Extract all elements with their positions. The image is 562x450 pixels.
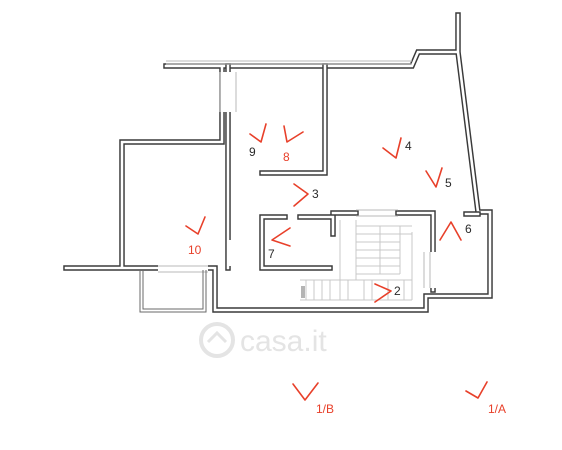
viewpoint-1b-icon (292, 382, 319, 401)
viewpoint-6-label: 6 (465, 222, 472, 236)
viewpoint-2-icon (374, 283, 392, 303)
viewpoint-4-icon (382, 137, 402, 159)
viewpoint-3-icon (293, 183, 309, 207)
viewpoint-9-label: 9 (249, 145, 256, 159)
inner-walls (225, 63, 481, 293)
viewpoint-markers: 10 9 8 3 4 5 6 7 2 1/B 1/A (185, 123, 506, 416)
watermark-text: casa.it (240, 325, 327, 358)
viewpoint-5-label: 5 (445, 176, 452, 190)
viewpoint-1b-label: 1/B (316, 402, 334, 416)
viewpoint-3-label: 3 (312, 187, 319, 201)
viewpoint-2-label: 2 (394, 284, 401, 298)
viewpoint-7-icon (271, 227, 291, 247)
walls (63, 12, 493, 313)
viewpoint-9-icon (249, 123, 267, 143)
balcony (139, 270, 207, 313)
viewpoint-5-icon (425, 167, 443, 188)
watermark: casa.it (199, 322, 327, 358)
viewpoint-8-label: 8 (283, 150, 290, 164)
viewpoint-1a-icon (465, 381, 488, 399)
watermark-logo-icon (199, 322, 235, 358)
viewpoint-7-label: 7 (268, 247, 275, 261)
viewpoint-8-icon (283, 125, 304, 143)
terrace-railing (166, 60, 412, 65)
viewpoint-1a-label: 1/A (488, 402, 506, 416)
viewpoint-10-icon (185, 216, 206, 235)
viewpoint-10-label: 10 (188, 243, 202, 257)
viewpoint-4-label: 4 (405, 139, 412, 153)
viewpoint-6-icon (439, 221, 462, 241)
